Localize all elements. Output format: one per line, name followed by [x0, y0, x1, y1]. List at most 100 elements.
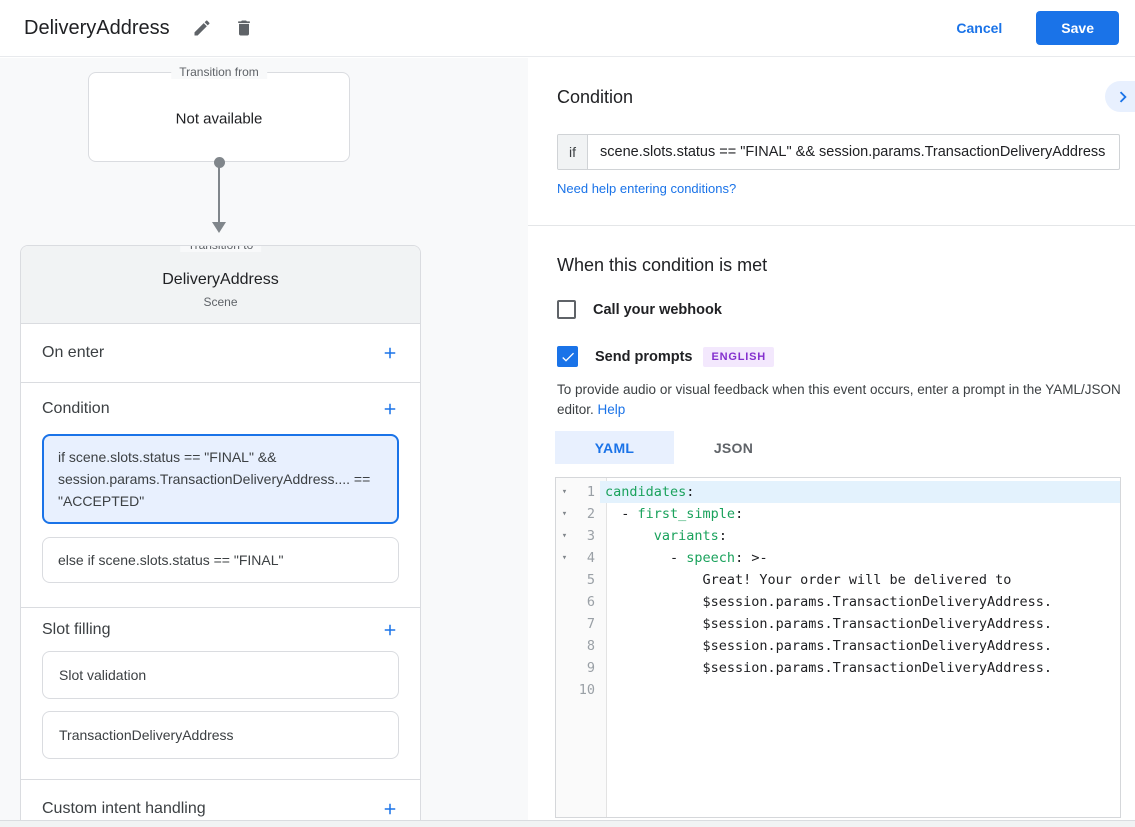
cancel-button[interactable]: Cancel	[956, 20, 1003, 36]
editor-line[interactable]: 5 Great! Your order will be delivered to	[556, 569, 1120, 591]
editor-line[interactable]: 10	[556, 679, 1120, 701]
panel-title: Condition	[557, 87, 634, 107]
section-on-enter: On enter	[21, 324, 420, 382]
condition-card[interactable]: if scene.slots.status == "FINAL" && sess…	[42, 434, 399, 524]
code-text: $session.params.TransactionDeliveryAddre…	[605, 638, 1053, 654]
connector-dot	[214, 157, 225, 168]
page-title: DeliveryAddress	[24, 16, 170, 39]
slot-filling-label: Slot filling	[42, 620, 111, 638]
code-text: candidates:	[600, 481, 1120, 503]
horizontal-scrollbar[interactable]	[0, 820, 1135, 827]
scene-type: Scene	[203, 294, 238, 309]
feedback-text: To provide audio or visual feedback when…	[557, 380, 1125, 420]
send-prompts-label: Send prompts	[595, 348, 693, 365]
condition-card[interactable]: else if scene.slots.status == "FINAL"	[42, 537, 399, 583]
condition-help-link[interactable]: Need help entering conditions?	[557, 181, 737, 196]
custom-intent-label: Custom intent handling	[42, 799, 206, 817]
code-text: $session.params.TransactionDeliveryAddre…	[605, 594, 1053, 610]
call-webhook-label: Call your webhook	[593, 301, 722, 318]
add-condition-button[interactable]	[381, 400, 399, 418]
editor-line[interactable]: 8 $session.params.TransactionDeliveryAdd…	[556, 635, 1120, 657]
condition-label: Condition	[42, 399, 110, 417]
line-number: 8	[586, 638, 595, 654]
line-number: 3	[586, 528, 595, 544]
fold-spacer	[556, 613, 573, 635]
scene-name: DeliveryAddress	[162, 270, 279, 288]
send-prompts-row: Send prompts ENGLISH	[557, 346, 774, 367]
line-number: 4	[586, 550, 595, 566]
fold-arrow-icon[interactable]: ▾	[561, 509, 568, 519]
code-text: variants:	[653, 528, 727, 544]
code-text: - speech: >-	[605, 550, 768, 566]
feedback-text-body: To provide audio or visual feedback when…	[557, 382, 1121, 417]
fold-arrow-icon[interactable]: ▾	[561, 487, 568, 497]
add-slot-button[interactable]	[381, 621, 399, 639]
fold-spacer	[556, 635, 573, 657]
transition-from-box: Transition from Not available	[88, 65, 350, 162]
fold-spacer	[556, 569, 573, 591]
help-link[interactable]: Help	[597, 402, 626, 417]
condition-expression-input[interactable]: scene.slots.status == "FINAL" && session…	[600, 144, 1106, 160]
on-enter-label: On enter	[42, 344, 105, 361]
add-custom-intent-button[interactable]	[381, 800, 399, 818]
transition-to-card: Transition to DeliveryAddress Scene On e…	[20, 245, 421, 820]
editor-line[interactable]: 9 $session.params.TransactionDeliveryAdd…	[556, 657, 1120, 679]
fold-spacer	[556, 591, 573, 613]
condition-cards: if scene.slots.status == "FINAL" && sess…	[21, 434, 420, 607]
section-condition: Condition	[21, 382, 420, 434]
panel-divider	[528, 225, 1135, 226]
add-on-enter-button[interactable]	[381, 344, 399, 362]
collapse-panel-button[interactable]	[1105, 81, 1135, 112]
editor-line[interactable]: 7 $session.params.TransactionDeliveryAdd…	[556, 613, 1120, 635]
top-bar: DeliveryAddress Cancel Save	[0, 0, 1135, 57]
editor-line[interactable]: ▾2 - first_simple:	[556, 503, 1120, 525]
flow-canvas: Transition from Not available Transition…	[0, 58, 528, 820]
check-icon	[561, 352, 574, 362]
webhook-row: Call your webhook	[557, 300, 722, 319]
condition-expression-row: if scene.slots.status == "FINAL" && sess…	[557, 134, 1120, 170]
line-number: 5	[586, 572, 595, 588]
line-number: 2	[586, 506, 595, 522]
code-text: $session.params.TransactionDeliveryAddre…	[605, 660, 1053, 676]
scene-header: DeliveryAddress Scene	[21, 246, 420, 324]
code-text: Great! Your order will be delivered to	[605, 572, 1012, 588]
line-number: 7	[586, 616, 595, 632]
edit-icon[interactable]	[192, 18, 212, 38]
editor-gutter	[556, 478, 607, 817]
connector-arrowhead-icon	[212, 222, 226, 233]
section-custom-intent: Custom intent handling	[21, 779, 420, 820]
delete-icon[interactable]	[234, 18, 254, 38]
editor-line[interactable]: ▾ 3 variants:	[556, 525, 1120, 547]
editor-line[interactable]: ▾ 4 - speech: >-	[556, 547, 1120, 569]
fold-arrow-icon[interactable]: ▾	[561, 531, 568, 541]
save-button[interactable]: Save	[1036, 11, 1119, 45]
language-badge: ENGLISH	[703, 346, 774, 367]
tab-json[interactable]: JSON	[713, 439, 754, 456]
line-number: 10	[578, 682, 595, 698]
if-prefix: if	[558, 135, 588, 169]
transition-from-label: Transition from	[171, 65, 267, 79]
call-webhook-checkbox[interactable]	[557, 300, 576, 319]
slot-card[interactable]: TransactionDeliveryAddress	[42, 711, 399, 759]
when-condition-title: When this condition is met	[557, 255, 768, 275]
connector-line	[218, 166, 220, 223]
editor-line[interactable]: ▾ 1 candidates:	[556, 481, 1120, 503]
line-number: 6	[586, 594, 595, 610]
tab-yaml[interactable]: YAML	[555, 431, 674, 464]
fold-spacer	[556, 679, 573, 701]
chevron-right-icon	[1119, 91, 1127, 102]
line-number: 1	[586, 484, 595, 500]
slot-card[interactable]: Slot validation	[42, 651, 399, 699]
code-text: $session.params.TransactionDeliveryAddre…	[605, 616, 1053, 632]
transition-to-label: Transition to	[179, 246, 262, 252]
editor-line[interactable]: 6 $session.params.TransactionDeliveryAdd…	[556, 591, 1120, 613]
fold-arrow-icon[interactable]: ▾	[561, 553, 568, 563]
section-slot-filling: Slot filling	[21, 607, 420, 651]
send-prompts-checkbox[interactable]	[557, 346, 578, 367]
fold-spacer	[556, 657, 573, 679]
editor-tabs: YAML JSON	[555, 431, 793, 464]
